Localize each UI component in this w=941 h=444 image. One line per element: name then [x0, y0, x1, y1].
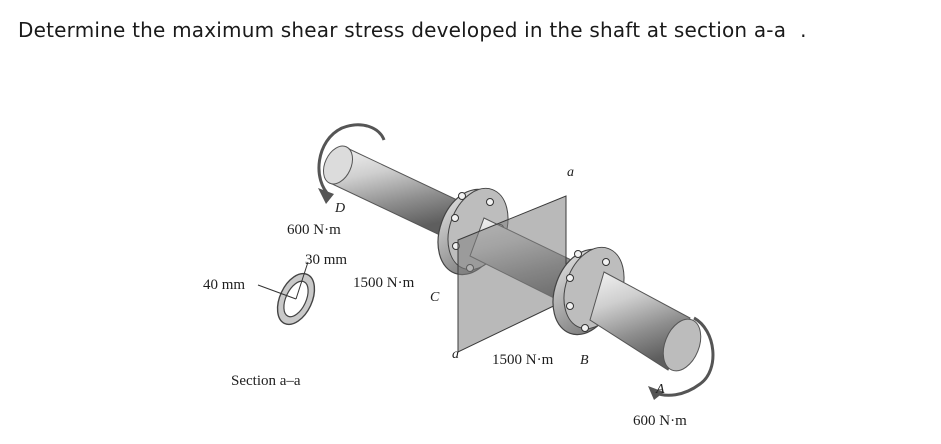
question-trailing-dot: . [800, 18, 807, 42]
label-a-top: a [567, 165, 574, 180]
label-inner-radius: 30 mm [305, 252, 347, 268]
shaft-segment-ba [589, 271, 702, 372]
torque-arrow-d [317, 123, 386, 204]
label-section: Section a–a [231, 373, 301, 389]
torque-arrow-a [648, 316, 715, 400]
label-torque-c: 1500 N·m [353, 275, 415, 291]
label-d: D [334, 201, 345, 216]
question-sentence: Determine the maximum shear stress devel… [18, 18, 787, 42]
label-torque-d: 600 N·m [287, 222, 341, 238]
label-torque-b: 1500 N·m [492, 352, 554, 368]
outer-radius-dim-line [257, 284, 297, 300]
shaft-segment-dc [322, 145, 471, 237]
section-ring [257, 261, 316, 326]
label-c: C [430, 290, 440, 305]
label-a-end: A [655, 382, 665, 397]
label-a-bottom: a [452, 347, 459, 362]
question-text: Determine the maximum shear stress devel… [18, 18, 807, 42]
label-torque-a: 600 N·m [633, 413, 687, 429]
label-outer-radius: 40 mm [203, 277, 245, 293]
inner-radius-dim-line [295, 261, 309, 300]
label-b: B [580, 353, 589, 368]
